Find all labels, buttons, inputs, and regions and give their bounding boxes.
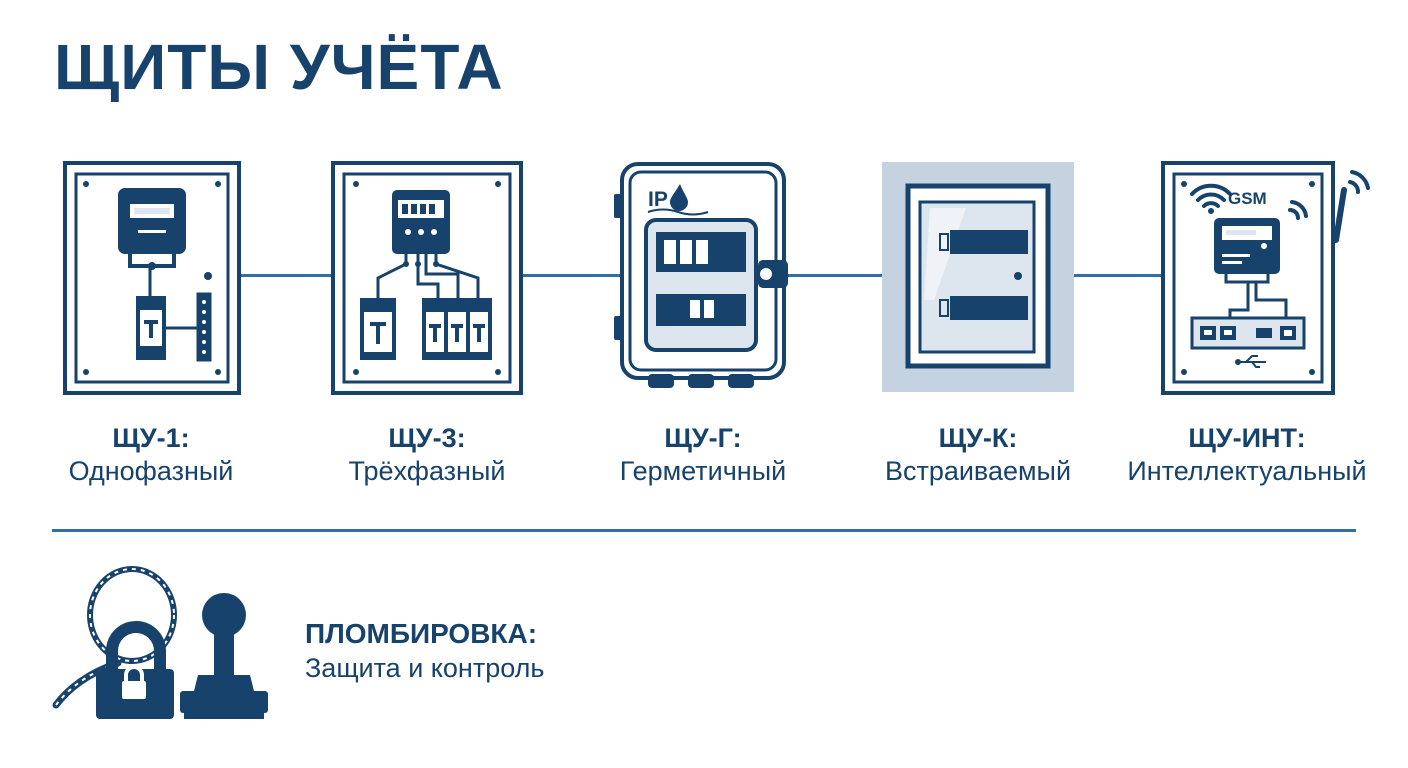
- connector-line: [1073, 274, 1163, 277]
- sealing-caption: ПЛОМБИРОВКА: Защита и контроль: [305, 617, 544, 685]
- section-divider: [52, 529, 1356, 532]
- stamp-icon: [180, 593, 268, 719]
- panel-caption-shu-k: ЩУ-К: Встраиваемый: [838, 422, 1118, 488]
- panel-caption-shu-g: ЩУ-Г: Герметичный: [563, 422, 843, 488]
- padlock-seal-icon: [52, 566, 268, 719]
- panel-code: ЩУ-ИНТ:: [1188, 423, 1306, 453]
- panel-caption-shu-int: ЩУ-ИНТ: Интеллектуальный: [1107, 422, 1387, 488]
- panel-description: Герметичный: [619, 456, 787, 486]
- connector-line: [786, 274, 884, 277]
- panel-code: ЩУ-Г:: [664, 423, 742, 453]
- ip-badge: IP: [648, 188, 668, 211]
- panel-caption-shu-3: ЩУ-3: Трёхфазный: [287, 422, 567, 488]
- connector-line: [522, 274, 622, 277]
- panel-code: ЩУ-1:: [112, 423, 190, 453]
- page-title: ЩИТЫ УЧЁТА: [54, 31, 504, 103]
- sealed-ip-enclosure-icon: IP: [614, 162, 788, 388]
- three-phase-meter-panel-icon: [331, 161, 523, 395]
- single-phase-meter-panel-icon: [63, 161, 241, 395]
- gsm-badge: GSM: [1228, 189, 1267, 208]
- recessed-panel-icon: [882, 162, 1074, 392]
- panel-caption-shu-1: ЩУ-1: Однофазный: [11, 422, 291, 488]
- panel-description: Однофазный: [68, 456, 234, 486]
- connector-line: [238, 274, 332, 277]
- panel-code: ЩУ-3:: [388, 423, 466, 453]
- sealing-title: ПЛОМБИРОВКА:: [305, 618, 538, 649]
- sealing-description: Защита и контроль: [305, 653, 545, 683]
- panel-description: Встраиваемый: [884, 456, 1072, 486]
- panel-description: Интеллектуальный: [1127, 456, 1367, 486]
- panel-code: ЩУ-К:: [938, 423, 1018, 453]
- smart-gsm-panel-icon: GSM: [1161, 161, 1370, 395]
- panel-description: Трёхфазный: [348, 456, 506, 486]
